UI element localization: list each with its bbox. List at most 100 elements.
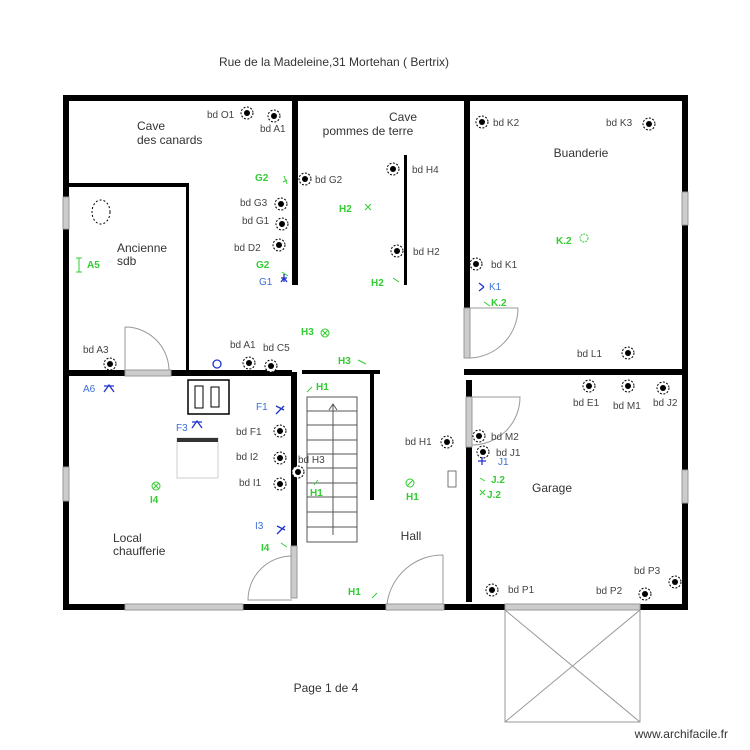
outlet-symbols: [103, 106, 682, 601]
outlet-icon: [475, 115, 489, 129]
outlet-label: bd A3: [83, 345, 109, 356]
outlet-icon: [240, 106, 254, 120]
plan-title: Rue de la Madeleine,31 Mortehan ( Bertri…: [219, 55, 449, 69]
outlet-label: bd O1: [207, 110, 235, 121]
point-icon: [191, 419, 203, 429]
switch-label: H3: [338, 356, 351, 367]
outlet-label: bd P1: [508, 585, 535, 596]
outlet-icon: [273, 477, 287, 491]
switch-label: G2: [256, 260, 270, 271]
outlet-icon: [291, 465, 305, 479]
outlet-label: bd L1: [577, 349, 602, 360]
outlet-icon: [242, 356, 256, 370]
switch-label: H2: [371, 278, 384, 289]
outlet-label: bd K1: [491, 260, 518, 271]
stairs: [306, 396, 358, 543]
outlet-icon: [386, 162, 400, 176]
switch-icon: [371, 592, 378, 599]
point-label: F1: [256, 402, 268, 413]
room-cave-canards: Cave: [137, 119, 165, 133]
switch-label: H1: [316, 382, 329, 393]
switch-label: J.2: [487, 490, 501, 501]
site-watermark: www.archifacile.fr: [634, 727, 728, 741]
outlet-label: bd H2: [413, 247, 440, 258]
switch-label: H2: [339, 204, 352, 215]
outlet-icon: [275, 217, 289, 231]
fixtures: [91, 199, 457, 488]
room-sdb: Ancienne: [117, 241, 167, 255]
outlet-icon: [273, 451, 287, 465]
switch-label: G2: [255, 173, 269, 184]
room-hall: Hall: [401, 529, 422, 543]
point-icon: [275, 405, 285, 415]
junction-icon: [212, 359, 222, 369]
switch-icon: [479, 489, 486, 496]
switch-icon: [357, 359, 367, 365]
outlet-label: bd A1: [260, 124, 286, 135]
light-icon: [579, 233, 589, 243]
switch-label: H1: [348, 587, 361, 598]
point-label: J1: [498, 457, 509, 468]
switch-label: J.2: [491, 475, 505, 486]
walls: [63, 95, 688, 610]
switch-label: K.2: [491, 298, 507, 309]
point-label: A6: [83, 384, 96, 395]
room-labels: Cave des canards Cave pommes de terre Bu…: [113, 110, 609, 558]
switch-icon: [281, 271, 289, 277]
outlet-label: bd G3: [240, 198, 268, 209]
switch-icon: [483, 301, 491, 307]
switch-icon: [280, 542, 288, 548]
room-garage: Garage: [532, 481, 572, 495]
light-label: I4: [150, 495, 159, 506]
point-label: K1: [489, 282, 502, 293]
outlet-icon: [668, 575, 682, 589]
outlet-label: bd M1: [613, 401, 641, 412]
room-chaufferie: Local: [113, 531, 142, 545]
point-label: I3: [255, 521, 264, 532]
light-label: H3: [301, 327, 314, 338]
outlet-icon: [476, 445, 490, 459]
outlet-label: bd A1: [230, 340, 256, 351]
light-switch-labels: G2 G2 H2 H2 H3 H3 H1 H1 H1 H1 A5 I4 I4 K…: [87, 173, 572, 598]
switch-icon: [479, 477, 486, 482]
garage-door-swing: [504, 609, 641, 723]
outlet-icon: [273, 424, 287, 438]
outlet-label: bd G2: [315, 175, 343, 186]
outlet-icon: [472, 429, 486, 443]
outlet-label: bd I2: [236, 452, 259, 463]
light-icon: [151, 481, 161, 491]
outlet-icon: [582, 379, 596, 393]
outlet-icon: [103, 357, 117, 371]
windows-doors: [62, 191, 689, 723]
outlet-icon: [621, 379, 635, 393]
outlet-label: bd G1: [242, 216, 270, 227]
outlet-label: bd M2: [491, 432, 519, 443]
room-buanderie: Buanderie: [554, 146, 609, 160]
room-chaufferie-2: chaufferie: [113, 544, 166, 558]
outlet-label: bd H1: [405, 437, 432, 448]
outlet-label: bd I1: [239, 478, 262, 489]
point-label: F3: [176, 423, 188, 434]
outlet-label: bd H4: [412, 165, 439, 176]
outlet-label: bd J2: [653, 398, 678, 409]
switch-icon: [364, 203, 372, 211]
toilet-icon: [91, 199, 111, 225]
switch-label: A5: [87, 260, 100, 271]
outlet-icon: [469, 257, 483, 271]
outlet-label: bd E1: [573, 398, 600, 409]
outlet-icon: [298, 172, 312, 186]
room-cave-pommes-2: pommes de terre: [323, 124, 414, 138]
outlet-label: bd H3: [298, 455, 325, 466]
outlet-icon: [656, 381, 670, 395]
light-label: K.2: [556, 236, 572, 247]
point-labels: G1 A6 F1 F3 I3 K1 J1: [83, 277, 509, 532]
point-icon: [478, 282, 485, 292]
outlet-icon: [642, 117, 656, 131]
light-label: H1: [406, 492, 419, 503]
outlet-icon: [274, 197, 288, 211]
outlet-icon: [638, 587, 652, 601]
switch-label: H1: [310, 488, 323, 499]
light-icon: [320, 328, 330, 338]
point-label: G1: [259, 277, 273, 288]
